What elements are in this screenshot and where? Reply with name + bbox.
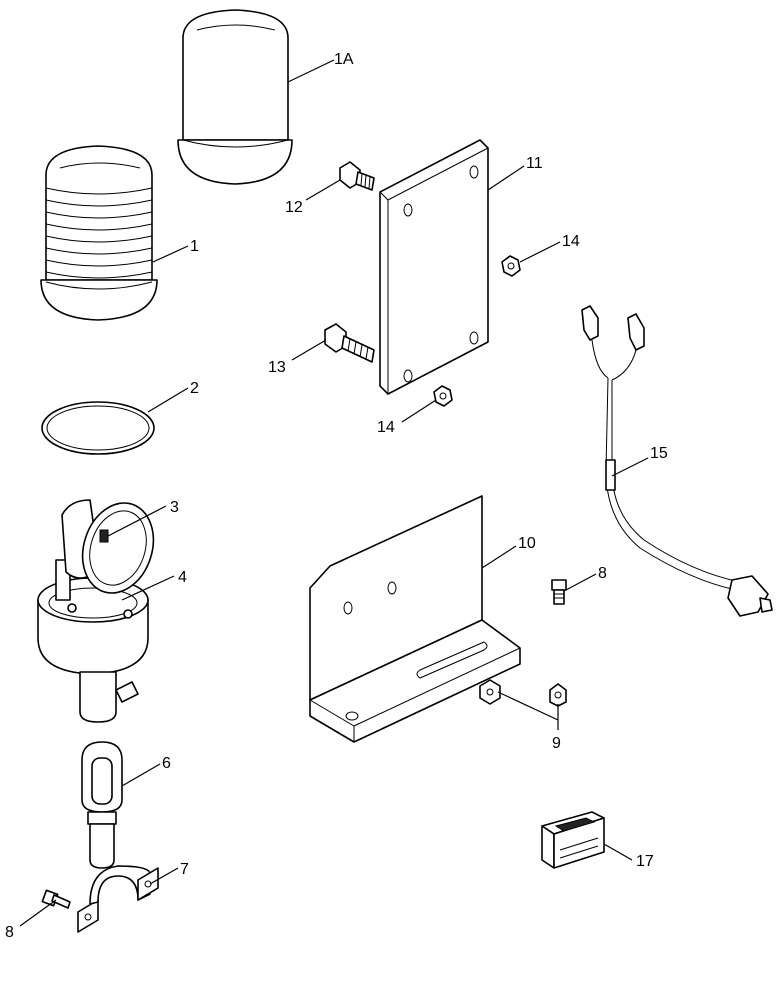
part-10-l-bracket: [309, 495, 521, 743]
part-2-gasket-ring: [41, 401, 155, 455]
callout-17: 17: [636, 853, 654, 870]
callout-6: 6: [162, 755, 171, 772]
callout-9: 9: [552, 735, 561, 752]
callout-12: 12: [285, 199, 303, 216]
callout-13: 13: [268, 359, 286, 376]
part-12-bolt: [339, 161, 375, 191]
callout-1: 1: [190, 238, 199, 255]
part-9-nut-right: [549, 683, 567, 707]
callout-1a: 1A: [334, 51, 354, 68]
callout-8-lower: 8: [5, 924, 14, 941]
part-14-nut-upper: [501, 255, 521, 277]
leader-lines: [19, 59, 649, 927]
callout-15: 15: [650, 445, 668, 462]
part-14-nut-lower: [433, 385, 453, 407]
callout-2: 2: [190, 380, 199, 397]
callout-14-upper: 14: [562, 233, 580, 250]
callout-11: 11: [526, 155, 543, 172]
callout-3: 3: [170, 499, 179, 516]
part-1a-lens-dome: [177, 9, 293, 185]
part-1-ribbed-lens: [40, 145, 158, 321]
callout-10: 10: [518, 535, 536, 552]
part-4-beacon-base: [37, 559, 149, 723]
callout-7: 7: [180, 861, 189, 878]
part-9-nut-left: [479, 679, 501, 705]
part-15-wire-harness: [581, 305, 773, 617]
part-7-pipe-clamp: [77, 865, 159, 933]
part-3-reflector: [61, 499, 155, 594]
callout-labels: 1A 1 2 3 4 6 7 8 8 9 10 11 12 13 14 14 1…: [5, 51, 668, 941]
part-8-screw-lower: [41, 889, 71, 909]
part-17-rocker-switch: [541, 811, 605, 869]
callout-8-upper: 8: [598, 565, 607, 582]
part-11-mounting-plate: [379, 139, 489, 395]
part-6-mounting-pole: [81, 741, 123, 869]
callout-4: 4: [178, 569, 187, 586]
part-13-long-bolt: [324, 323, 375, 363]
callout-14-lower: 14: [377, 419, 395, 436]
part-8-screw-upper: [551, 579, 567, 605]
